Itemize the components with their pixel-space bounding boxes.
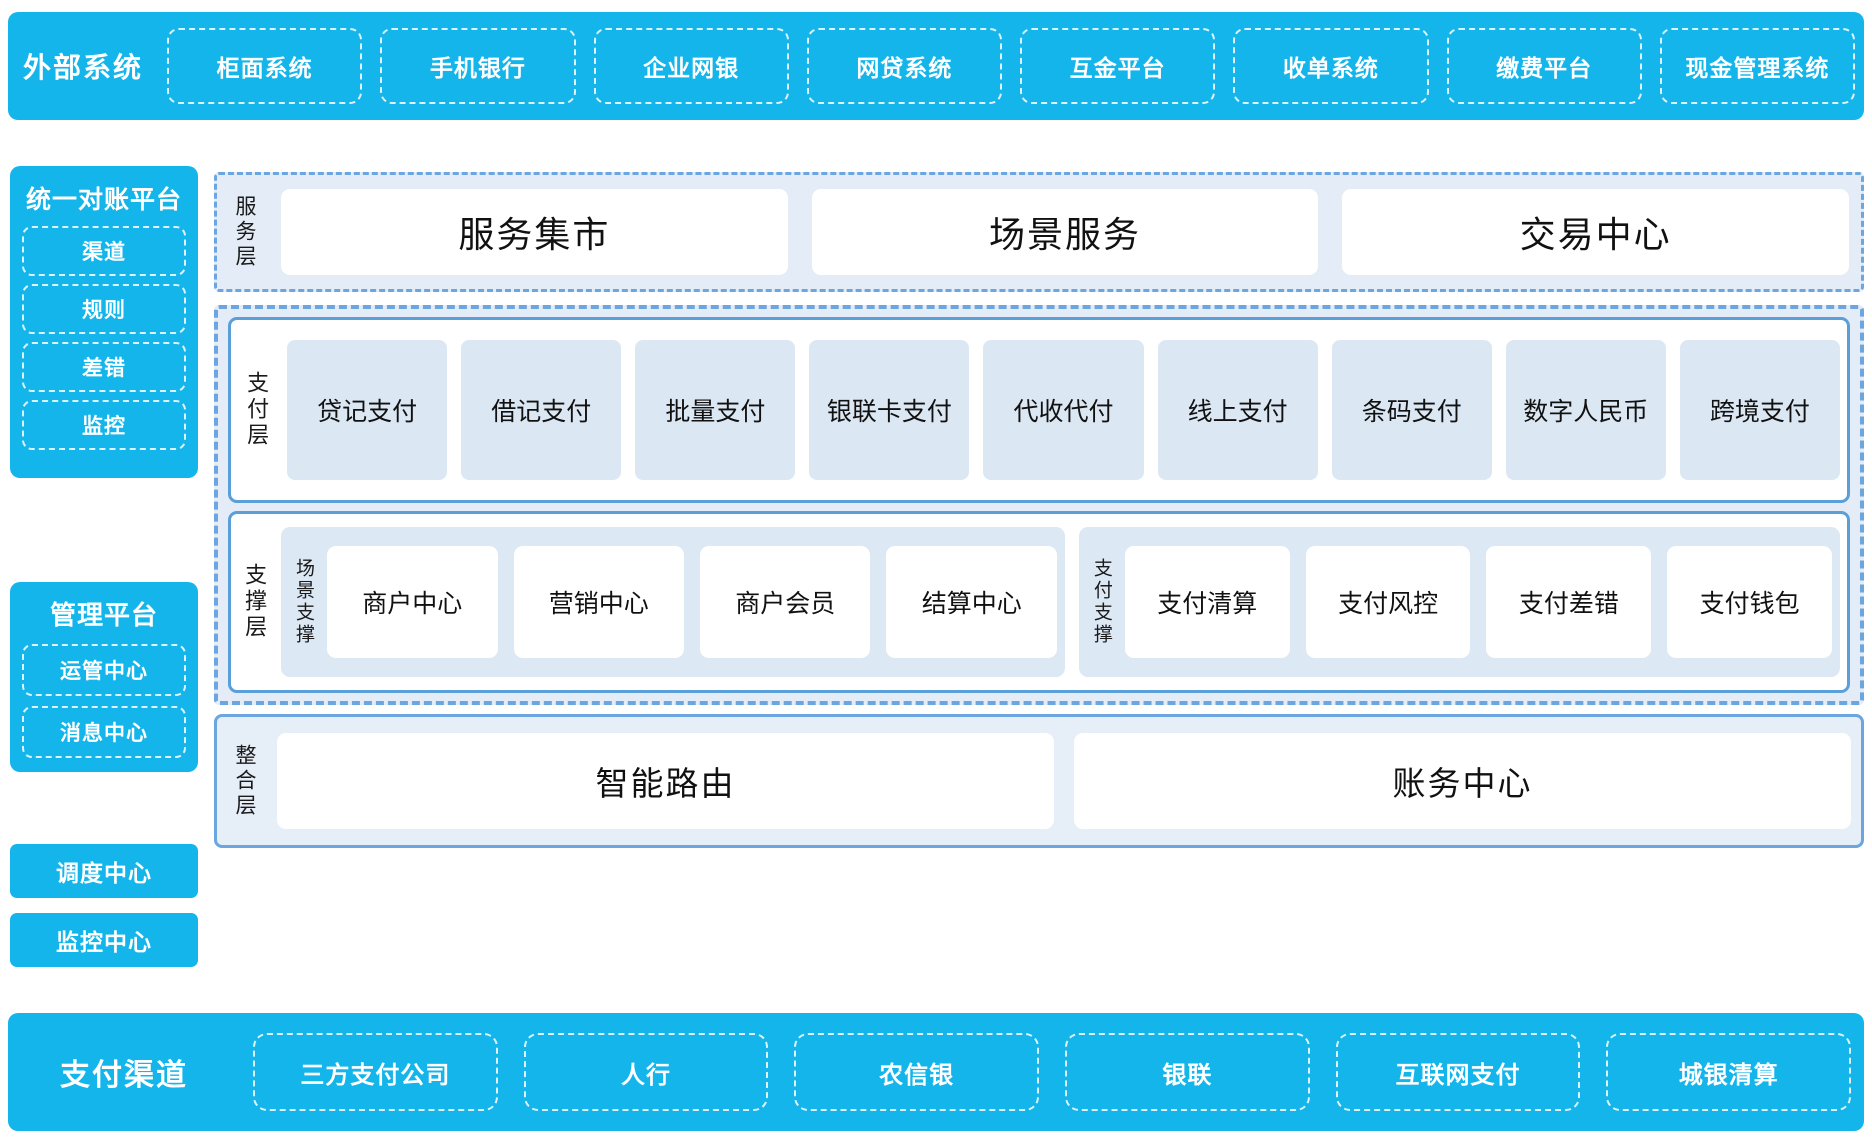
external-system-item[interactable]: 现金管理系统 — [1659, 28, 1855, 104]
support-group-payment-items: 支付清算 支付风控 支付差错 支付钱包 — [1117, 527, 1840, 677]
external-systems-title: 外部系统 — [22, 52, 143, 83]
integration-card-smart-routing[interactable]: 智能路由 — [277, 733, 1055, 829]
channel-item-pboc[interactable]: 人行 — [523, 1033, 769, 1111]
service-card-scenario[interactable]: 场景服务 — [811, 189, 1319, 275]
channel-item-unionpay[interactable]: 银联 — [1065, 1033, 1310, 1111]
payment-channels-items: 三方支付公司 人行 农信银 银联 互联网支付 城银清算 — [240, 1013, 1864, 1131]
service-layer-panel: 服务层 服务集市 场景服务 交易中心 — [214, 172, 1864, 292]
support-card-settlement-center[interactable]: 结算中心 — [886, 546, 1057, 658]
payment-card-unionpay[interactable]: 银联卡支付 — [809, 340, 970, 480]
payment-layer-items: 贷记支付 借记支付 批量支付 银联卡支付 代收代付 线上支付 条码支付 数字人民… — [280, 320, 1847, 500]
channel-item-rural-credit[interactable]: 农信银 — [794, 1033, 1040, 1111]
reconciliation-item-channel[interactable]: 渠道 — [22, 226, 186, 276]
support-group-payment-label: 支付支撑 — [1090, 558, 1112, 646]
support-group-payment: 支付支撑 支付清算 支付风控 支付差错 支付钱包 — [1078, 527, 1840, 677]
payment-layer-label: 支付层 — [244, 371, 270, 449]
support-card-payment-risk[interactable]: 支付风控 — [1305, 546, 1471, 658]
reconciliation-item-rule[interactable]: 规则 — [22, 284, 186, 334]
support-card-payment-error[interactable]: 支付差错 — [1486, 546, 1652, 658]
payment-card-digital-rmb[interactable]: 数字人民币 — [1505, 340, 1666, 480]
support-group-scenario-label: 场景支撑 — [293, 558, 315, 646]
support-layer-label: 支撑层 — [242, 563, 268, 641]
external-system-item[interactable]: 网贷系统 — [806, 28, 1002, 104]
payment-card-collection-payment[interactable]: 代收代付 — [983, 340, 1144, 480]
external-system-item[interactable]: 收单系统 — [1233, 28, 1429, 104]
support-card-payment-clearing[interactable]: 支付清算 — [1124, 546, 1290, 658]
payment-channels-bar: 支付渠道 三方支付公司 人行 农信银 银联 互联网支付 城银清算 — [8, 1013, 1864, 1131]
management-item-message-center[interactable]: 消息中心 — [22, 706, 186, 758]
payment-card-debit[interactable]: 借记支付 — [461, 340, 622, 480]
sidebar-item-monitor-center[interactable]: 监控中心 — [10, 913, 198, 967]
external-systems-bar: 外部系统 柜面系统 手机银行 企业网银 网贷系统 互金平台 收单系统 缴费平台 … — [8, 12, 1864, 120]
support-card-merchant-member[interactable]: 商户会员 — [700, 546, 871, 658]
external-system-item[interactable]: 缴费平台 — [1446, 28, 1642, 104]
integration-layer-panel: 整合层 智能路由 账务中心 — [214, 714, 1864, 848]
channel-item-internet-payment[interactable]: 互联网支付 — [1335, 1033, 1581, 1111]
external-system-item[interactable]: 柜面系统 — [167, 28, 363, 104]
support-card-payment-wallet[interactable]: 支付钱包 — [1667, 546, 1833, 658]
support-layer-groups: 场景支撑 商户中心 营销中心 商户会员 结算中心 支付支撑 支付清算 支付风控 … — [274, 514, 1847, 690]
reconciliation-platform-card: 统一对账平台 渠道 规则 差错 监控 — [10, 166, 198, 478]
payment-channels-title: 支付渠道 — [60, 1059, 188, 1092]
reconciliation-platform-title: 统一对账平台 — [25, 186, 182, 214]
payment-card-credit[interactable]: 贷记支付 — [287, 340, 448, 480]
external-system-item[interactable]: 手机银行 — [380, 28, 576, 104]
support-group-scenario-items: 商户中心 营销中心 商户会员 结算中心 — [319, 527, 1065, 677]
payment-card-barcode[interactable]: 条码支付 — [1331, 340, 1492, 480]
payment-layer-panel: 支付层 贷记支付 借记支付 批量支付 银联卡支付 代收代付 线上支付 条码支付 … — [228, 317, 1850, 503]
management-platform-title: 管理平台 — [49, 600, 158, 630]
service-layer-label: 服务层 — [233, 194, 257, 270]
payment-card-cross-border[interactable]: 跨境支付 — [1679, 340, 1840, 480]
sidebar-item-dispatch-center[interactable]: 调度中心 — [10, 844, 198, 898]
service-layer-items: 服务集市 场景服务 交易中心 — [269, 175, 1861, 289]
reconciliation-item-error[interactable]: 差错 — [22, 342, 186, 392]
core-platform-container: 支付层 贷记支付 借记支付 批量支付 银联卡支付 代收代付 线上支付 条码支付 … — [214, 305, 1864, 705]
external-systems-items: 柜面系统 手机银行 企业网银 网贷系统 互金平台 收单系统 缴费平台 现金管理系… — [158, 12, 1864, 120]
support-layer-panel: 支撑层 场景支撑 商户中心 营销中心 商户会员 结算中心 支付支撑 支付清算 — [228, 511, 1850, 693]
support-card-marketing-center[interactable]: 营销中心 — [513, 546, 684, 658]
payment-card-online[interactable]: 线上支付 — [1157, 340, 1318, 480]
integration-layer-items: 智能路由 账务中心 — [267, 717, 1861, 845]
management-platform-card: 管理平台 运管中心 消息中心 — [10, 582, 198, 772]
support-card-merchant-center[interactable]: 商户中心 — [327, 546, 498, 658]
payment-card-batch[interactable]: 批量支付 — [635, 340, 796, 480]
channel-item-city-bank-clearing[interactable]: 城银清算 — [1606, 1033, 1852, 1111]
support-group-scenario: 场景支撑 商户中心 营销中心 商户会员 结算中心 — [281, 527, 1065, 677]
service-card-transaction-center[interactable]: 交易中心 — [1342, 189, 1850, 275]
external-system-item[interactable]: 互金平台 — [1020, 28, 1216, 104]
channel-item-third-party[interactable]: 三方支付公司 — [253, 1033, 498, 1111]
reconciliation-item-monitor[interactable]: 监控 — [22, 400, 186, 450]
service-card-marketplace[interactable]: 服务集市 — [281, 189, 788, 275]
integration-card-accounting-center[interactable]: 账务中心 — [1074, 733, 1852, 829]
external-system-item[interactable]: 企业网银 — [593, 28, 789, 104]
integration-layer-label: 整合层 — [233, 743, 257, 819]
management-item-operations-center[interactable]: 运管中心 — [22, 644, 186, 696]
